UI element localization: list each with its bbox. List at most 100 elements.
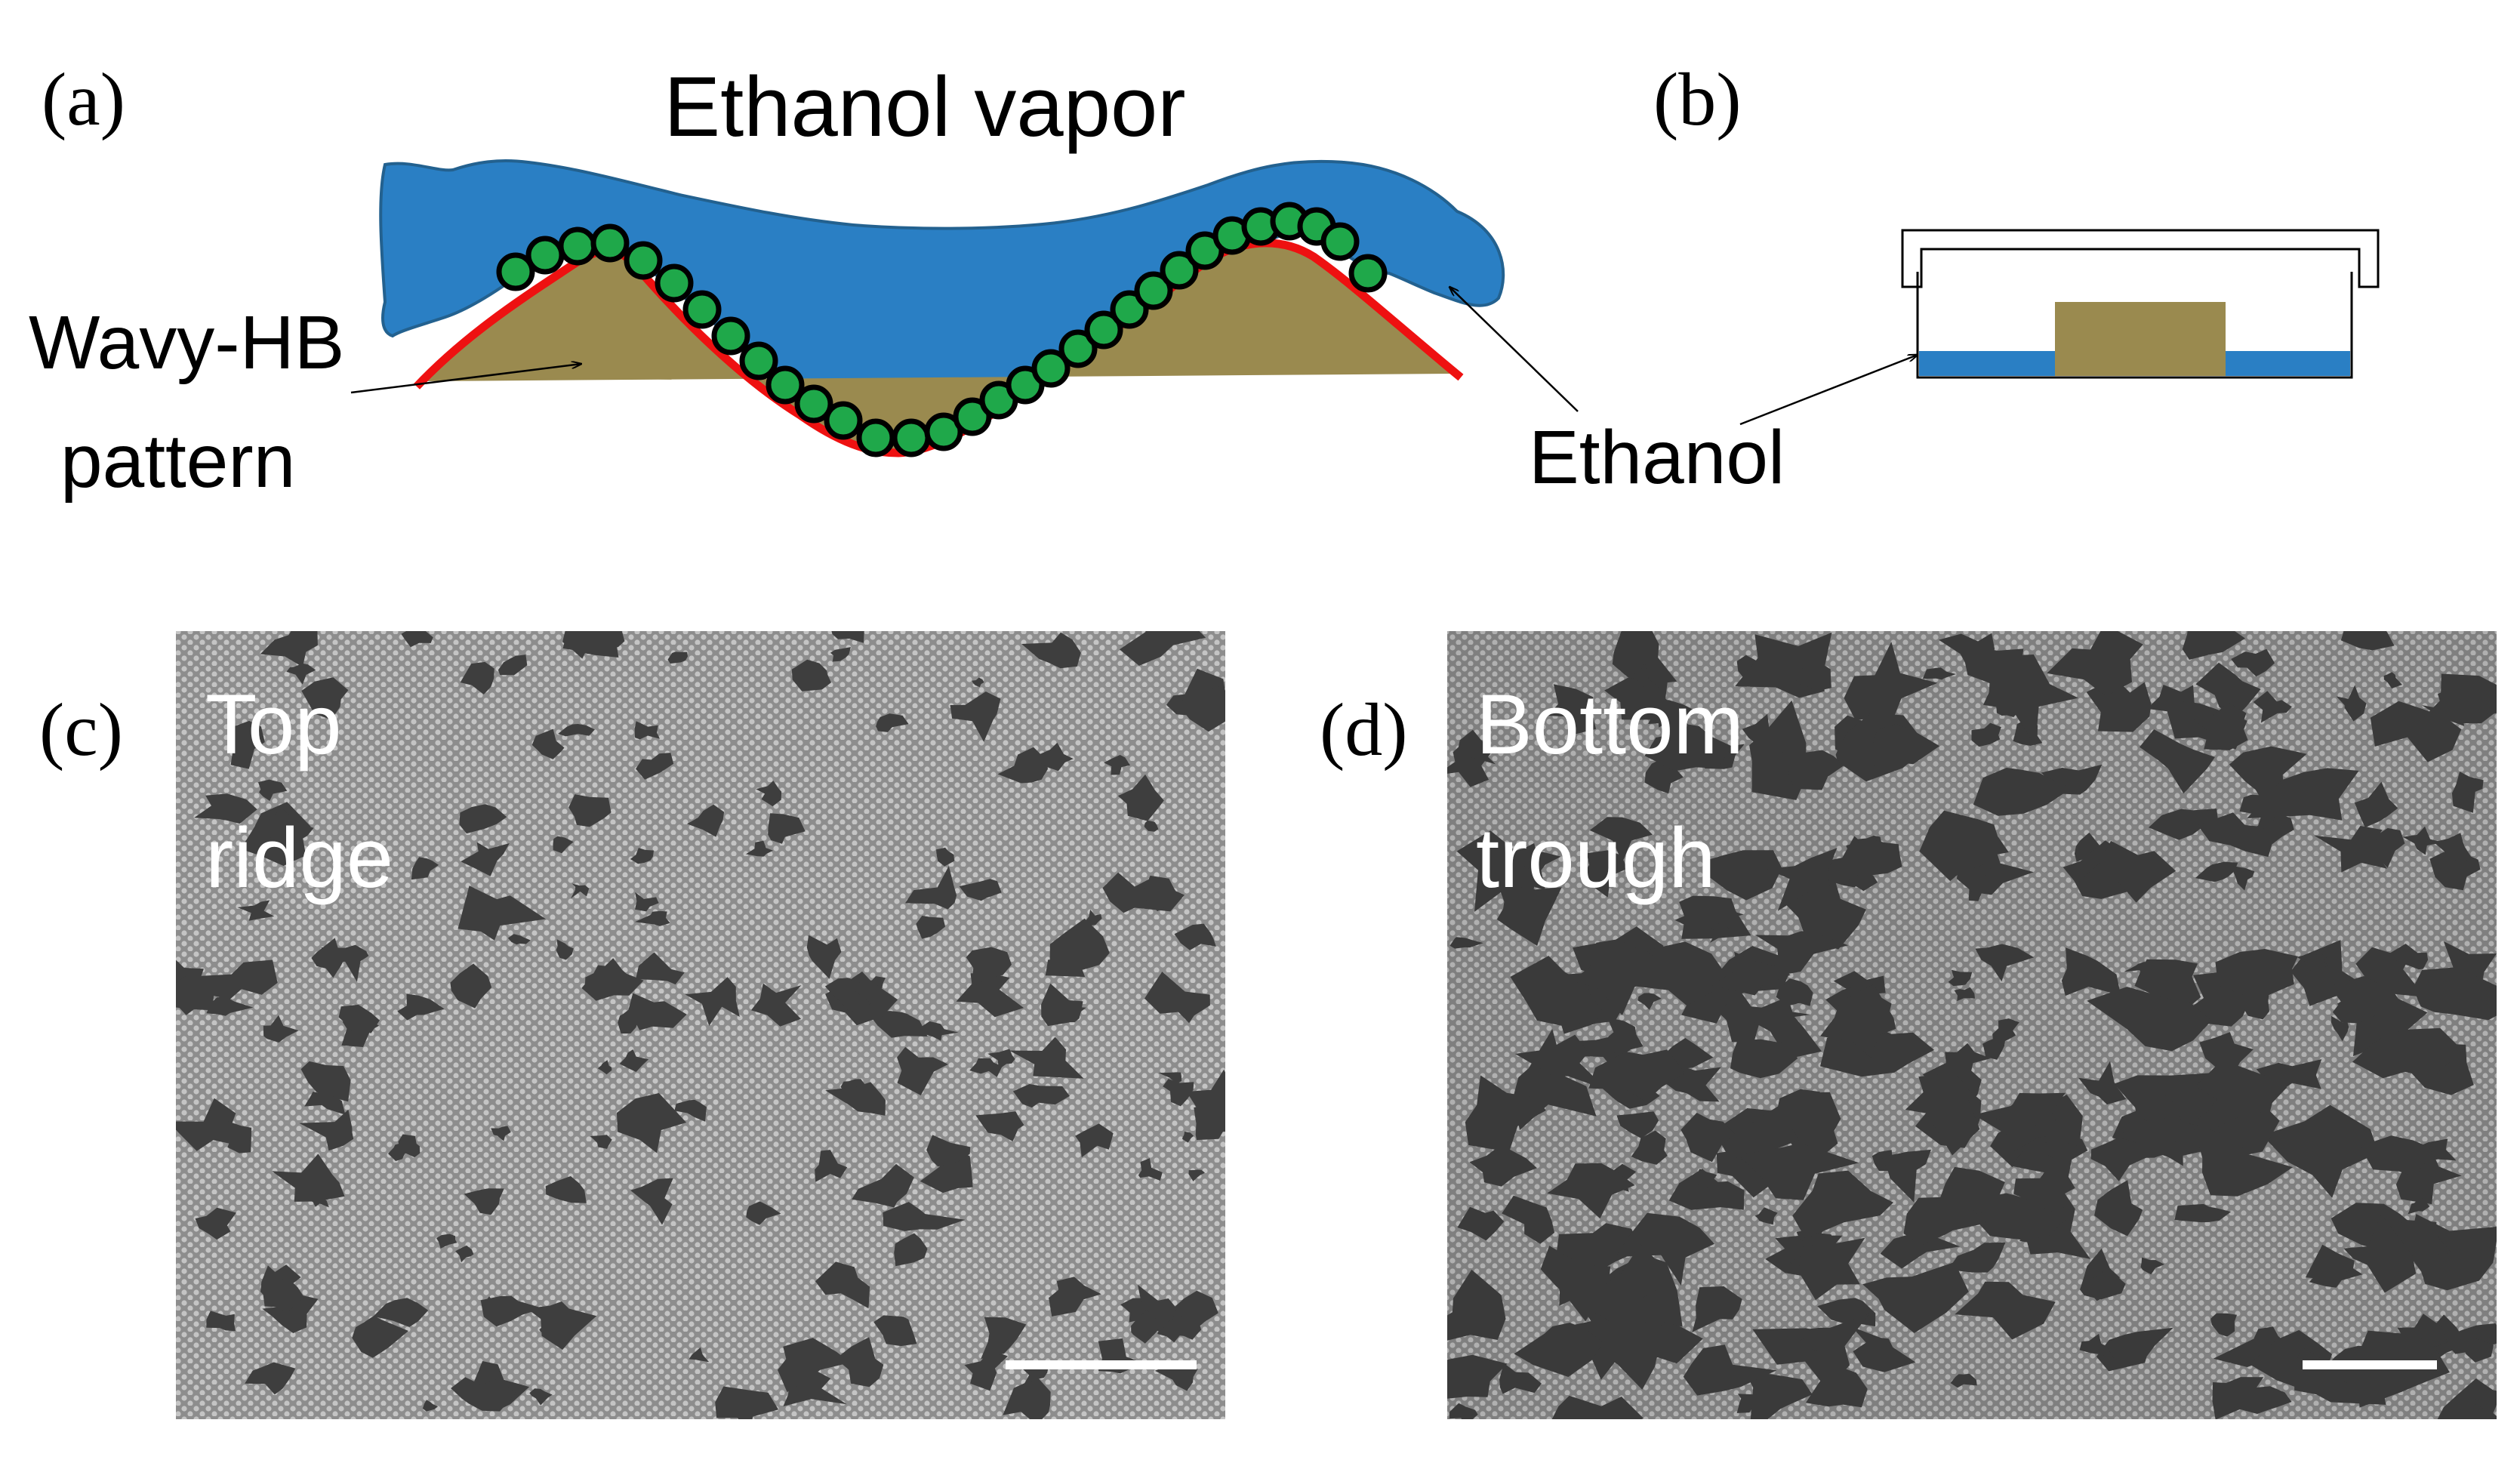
sem-void xyxy=(460,661,494,695)
sem-void xyxy=(1547,1163,1635,1219)
sem-void xyxy=(867,1011,928,1038)
sem-void xyxy=(1138,1158,1163,1181)
vapor-arrow xyxy=(1449,287,1579,412)
sem-void xyxy=(1496,885,1562,946)
sem-void xyxy=(1955,1281,2056,1340)
sem-void xyxy=(457,886,547,941)
sem-void xyxy=(1144,875,1179,912)
ethanol-vapor-label: Ethanol vapor xyxy=(664,60,1185,154)
sem-void xyxy=(830,647,851,662)
sem-void xyxy=(883,1202,966,1231)
sem-voids-d xyxy=(1447,631,2497,1419)
sem-void xyxy=(194,793,257,824)
sem-void xyxy=(507,934,531,945)
sem-void xyxy=(450,963,492,1009)
sem-void xyxy=(966,947,1012,987)
sem-void xyxy=(1954,987,1975,1002)
sem-void xyxy=(1871,723,1940,765)
sem-void xyxy=(2094,1180,2143,1237)
sem-void xyxy=(1009,1036,1084,1079)
sem-void xyxy=(815,1150,848,1182)
sem-void xyxy=(1704,850,1782,901)
sem-void xyxy=(1844,642,1938,720)
sem-void xyxy=(531,728,565,759)
sem-void xyxy=(981,1317,1027,1360)
sem-void xyxy=(2140,1257,2164,1275)
nanoparticle-bead xyxy=(624,241,663,280)
caption-d-line1: Bottom xyxy=(1476,677,1744,772)
sem-void xyxy=(1154,1363,1198,1391)
sem-void xyxy=(1465,1075,1546,1153)
sem-void xyxy=(2215,949,2298,996)
sem-void xyxy=(1514,1034,1607,1090)
sem-void xyxy=(1798,1237,1865,1301)
caption-c-line1: Top xyxy=(205,677,342,772)
sem-void xyxy=(2451,772,2484,813)
nanoparticle-bead xyxy=(1031,349,1071,388)
sem-void xyxy=(299,1109,354,1151)
sem-void xyxy=(2413,967,2497,1021)
nanoparticle-bead xyxy=(892,418,931,457)
sem-void xyxy=(2047,631,2143,697)
sem-void xyxy=(824,978,872,1012)
sem-void xyxy=(1631,1130,1668,1165)
sem-void xyxy=(2383,672,2402,688)
sem-void xyxy=(1570,939,1668,1015)
sem-void xyxy=(1502,1195,1554,1244)
nanoparticle-beads xyxy=(496,202,1388,457)
sem-void xyxy=(972,677,984,688)
sem-void xyxy=(1449,937,1483,949)
sem-void xyxy=(223,1120,251,1153)
sem-void xyxy=(558,724,595,737)
sem-void xyxy=(1754,1207,1778,1225)
sem-void xyxy=(1049,918,1110,972)
sem-void xyxy=(667,651,688,664)
sem-void xyxy=(352,1315,408,1358)
nanoparticle-bead xyxy=(739,341,778,380)
sem-void xyxy=(1104,755,1130,775)
sem-void xyxy=(1612,631,1677,685)
sem-void xyxy=(1589,817,1653,863)
nanoparticle-bead xyxy=(711,316,750,356)
sem-void xyxy=(1820,984,1896,1058)
sem-void xyxy=(2253,691,2292,723)
nanoparticle-bead xyxy=(856,418,895,457)
sem-void xyxy=(746,840,774,857)
sem-void xyxy=(1075,1123,1114,1158)
sem-void xyxy=(2343,1214,2417,1293)
sem-void xyxy=(1936,1166,2005,1230)
sem-void xyxy=(2433,833,2472,863)
sem-void xyxy=(568,794,612,827)
sem-void xyxy=(1950,1373,1977,1388)
sem-void xyxy=(2352,827,2405,868)
sem-void xyxy=(1181,685,1225,732)
panel-c: (c) Top ridge xyxy=(39,631,1225,1419)
sem-void xyxy=(237,900,275,921)
sem-void xyxy=(1582,850,1628,898)
sem-void xyxy=(2408,1197,2430,1215)
sem-void xyxy=(926,1135,971,1167)
nanoparticle-bead xyxy=(655,263,694,303)
sem-void xyxy=(791,659,831,691)
sem-void xyxy=(2084,1267,2120,1301)
sem-void xyxy=(1973,768,2072,816)
sem-void xyxy=(2115,1110,2201,1150)
sem-void xyxy=(630,848,654,864)
sem-void xyxy=(2352,1027,2463,1079)
sem-void xyxy=(2307,1128,2352,1169)
sem-void xyxy=(1012,1084,1070,1108)
sem-void xyxy=(1449,1403,1478,1419)
sem-void xyxy=(2127,1132,2183,1166)
nanoparticle-bead xyxy=(953,397,992,436)
sem-void xyxy=(2336,685,2367,722)
sem-void xyxy=(2329,976,2392,1024)
pattern-arrow xyxy=(350,364,581,394)
sem-void xyxy=(1607,1017,1644,1054)
sem-void xyxy=(2083,840,2177,903)
sem-void xyxy=(1681,1113,1736,1163)
sem-void xyxy=(959,879,1002,901)
nanoparticle-bead xyxy=(682,290,722,329)
sem-void xyxy=(1457,1206,1505,1241)
sem-void xyxy=(975,1111,1024,1141)
